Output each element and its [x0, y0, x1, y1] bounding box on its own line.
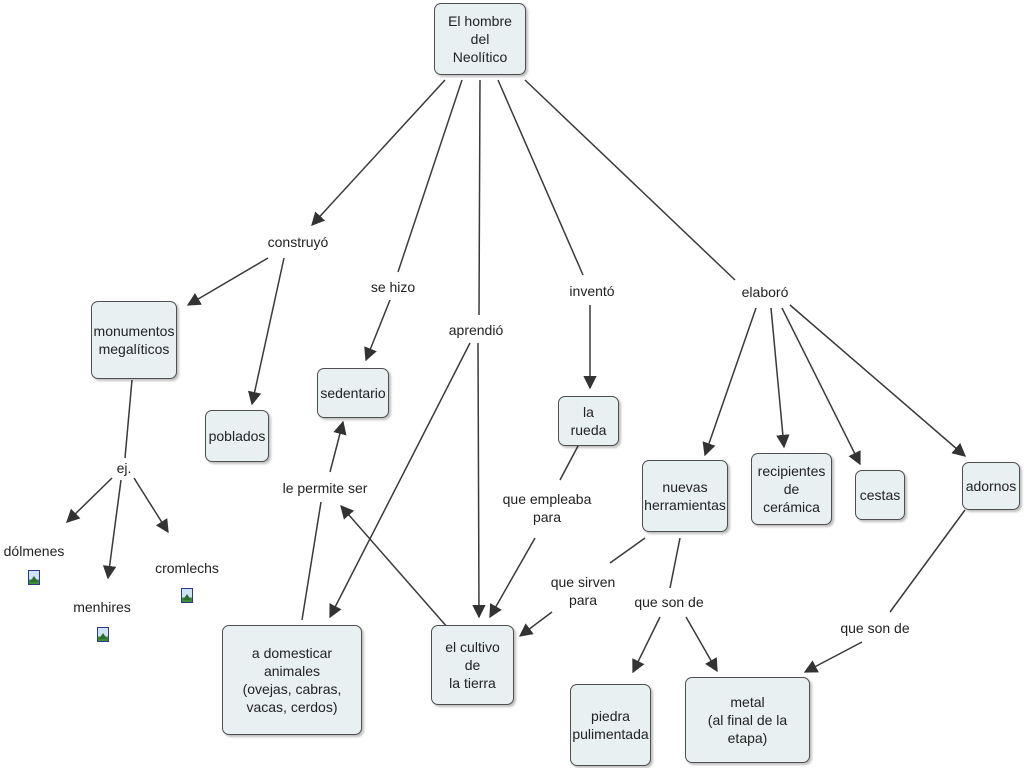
edge-ej-cromlechs — [133, 477, 169, 534]
edge-herramientas-sirven — [609, 537, 646, 564]
link-ej: ej. — [114, 459, 134, 477]
edge-monumentos-ej — [124, 379, 133, 459]
concept-piedra-pulimentada[interactable]: piedra pulimentada — [570, 684, 651, 766]
edge-sonde-metal — [685, 616, 718, 673]
link-que-sirven-para: que sirven para — [548, 573, 618, 609]
link-aprendio: aprendió — [446, 321, 506, 339]
concept-la-rueda[interactable]: la rueda — [558, 396, 619, 446]
edge-elaboro-recipientes — [770, 307, 790, 449]
edge-sonde-piedra — [632, 616, 661, 674]
link-que-son-de-herramientas: que son de — [632, 593, 706, 611]
edge-root-aprendio — [478, 79, 481, 316]
edge-elaboro-herramientas — [702, 307, 757, 457]
edge-root-elaboro — [524, 79, 736, 281]
link-construyo: construyó — [265, 233, 331, 251]
edge-sirven-cultivo — [518, 611, 553, 637]
edge-construyo-monumentos — [186, 257, 269, 306]
link-que-son-de-adornos: que son de — [838, 619, 912, 637]
image-icon-cromlechs[interactable] — [181, 588, 193, 603]
edge-root-construyo — [311, 79, 446, 226]
edge-cultivo-lepermite — [340, 504, 449, 629]
edge-sehizo-sedentario — [364, 299, 391, 362]
concept-poblados[interactable]: poblados — [205, 410, 269, 462]
edge-aprendio-domesticar — [329, 342, 471, 619]
edge-lepermite-sedentario — [329, 420, 347, 473]
edge-sonde2-metal — [803, 641, 863, 673]
link-se-hizo: se hizo — [368, 278, 418, 296]
edge-ej-menhires — [102, 479, 122, 580]
edge-elaboro-adornos — [789, 304, 967, 457]
concept-monumentos-megaliticos[interactable]: monumentos megalíticos — [91, 301, 177, 379]
edge-adornos-sonde — [889, 509, 966, 613]
link-le-permite-ser: le permite ser — [280, 479, 370, 497]
link-que-empleaba-para: que empleaba para — [500, 490, 594, 526]
example-dolmenes: dólmenes — [3, 543, 65, 559]
edge-rueda-empleaba — [559, 445, 579, 481]
concept-recipientes-de-ceramica[interactable]: recipientes de cerámica — [751, 453, 832, 525]
edge-herramientas-sonde — [669, 537, 681, 589]
edge-domesticar-lepermite — [301, 501, 322, 621]
edge-construyo-poblados — [248, 257, 285, 406]
edge-elaboro-cestas — [781, 307, 861, 466]
link-elaboro: elaboró — [739, 283, 791, 301]
concept-nuevas-herramientas[interactable]: nuevas herramientas — [642, 460, 728, 532]
example-cromlechs: cromlechs — [155, 560, 219, 576]
example-menhires: menhires — [73, 599, 131, 615]
edge-ej-dolmenes — [66, 477, 113, 523]
edge-root-sehizo — [397, 79, 463, 273]
edge-aprendio-cultivo — [472, 342, 486, 619]
edge-root-invento — [497, 79, 584, 276]
concept-el-cultivo-de-la-tierra[interactable]: el cultivo de la tierra — [431, 625, 514, 705]
image-icon-dolmenes[interactable] — [28, 570, 40, 585]
edge-empleaba-cultivo — [489, 537, 536, 619]
concept-a-domesticar-animales[interactable]: a domesticar animales (ovejas, cabras, v… — [222, 625, 362, 735]
concept-el-hombre-del-neolitico[interactable]: El hombre del Neolítico — [434, 3, 526, 75]
concept-cestas[interactable]: cestas — [855, 470, 905, 520]
concept-adornos[interactable]: adornos — [962, 462, 1020, 510]
image-icon-menhires[interactable] — [97, 627, 109, 642]
concept-sedentario[interactable]: sedentario — [317, 368, 389, 418]
concept-metal[interactable]: metal (al final de la etapa) — [685, 677, 810, 763]
link-invento: inventó — [567, 282, 617, 300]
